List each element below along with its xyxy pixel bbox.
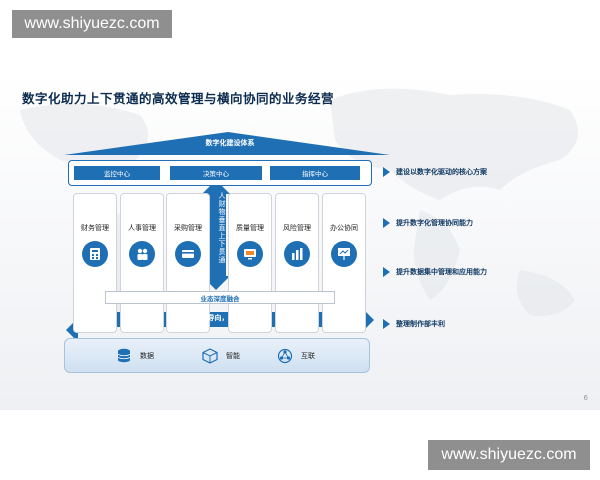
network-icon	[277, 348, 293, 364]
monitor-icon	[237, 241, 263, 267]
triangle-bullet-icon	[383, 167, 390, 177]
benefit-1: 建设以数字化驱动的核心方案	[383, 167, 487, 177]
watermark-top: www.shiyuezc.com	[12, 10, 172, 38]
benefit-2: 提升数字化管理协同能力	[383, 218, 473, 228]
benefit-3-text: 提升数据集中管理和应用能力	[396, 268, 487, 276]
pillar-label-quality: 质量管理	[236, 224, 264, 232]
triangle-bullet-icon	[383, 218, 390, 228]
center-decision: 决策中心	[170, 166, 262, 180]
benefit-3: 提升数据集中管理和应用能力	[383, 267, 487, 277]
calculator-icon	[82, 241, 108, 267]
slide: 数字化助力上下贯通的高效管理与横向协同的业务经营 数字化建设体系 监控中心 决策…	[0, 70, 600, 410]
pillar-label-hr: 人事管理	[128, 224, 156, 232]
cube-icon	[202, 348, 218, 364]
center-command: 指挥中心	[270, 166, 360, 180]
benefit-4: 整理制作部丰利	[383, 319, 445, 329]
benefit-4-text: 整理制作部丰利	[396, 320, 445, 328]
people-icon	[129, 241, 155, 267]
watermark-bottom: www.shiyuezc.com	[428, 440, 590, 470]
vertical-arrow-label: 人财物垂直上下贯通	[218, 192, 226, 264]
benefit-1-text: 建设以数字化驱动的核心方案	[396, 168, 487, 176]
pillar-label-procurement: 采购管理	[174, 224, 202, 232]
base-label-intelligence: 智能	[226, 352, 240, 360]
base-label-data: 数据	[140, 352, 154, 360]
page-title: 数字化助力上下贯通的高效管理与横向协同的业务经营	[22, 91, 335, 106]
base-intelligence: 智能	[202, 348, 240, 364]
base-data: 数据	[116, 348, 154, 364]
card-icon	[175, 241, 201, 267]
triangle-bullet-icon	[383, 319, 390, 329]
base-label-interconnect: 互联	[301, 352, 315, 360]
pillar-label-risk: 风险管理	[283, 224, 311, 232]
fusion-bar: 业态深度融合	[105, 291, 335, 304]
center-monitoring: 监控中心	[74, 166, 160, 180]
presentation-icon	[331, 241, 357, 267]
chart-bars-icon	[284, 241, 310, 267]
customer-arrow-label: 客户导向，横向协同	[193, 314, 257, 322]
database-icon	[116, 348, 132, 364]
roof-label: 数字化建设体系	[205, 139, 255, 147]
triangle-bullet-icon	[383, 267, 390, 277]
pillar-procurement	[166, 193, 210, 333]
pillar-label-finance: 财务管理	[81, 224, 109, 232]
base-interconnect: 互联	[277, 348, 315, 364]
pillar-label-office: 办公协同	[330, 224, 358, 232]
page-number: 6	[583, 394, 588, 402]
benefit-2-text: 提升数字化管理协同能力	[396, 219, 473, 227]
